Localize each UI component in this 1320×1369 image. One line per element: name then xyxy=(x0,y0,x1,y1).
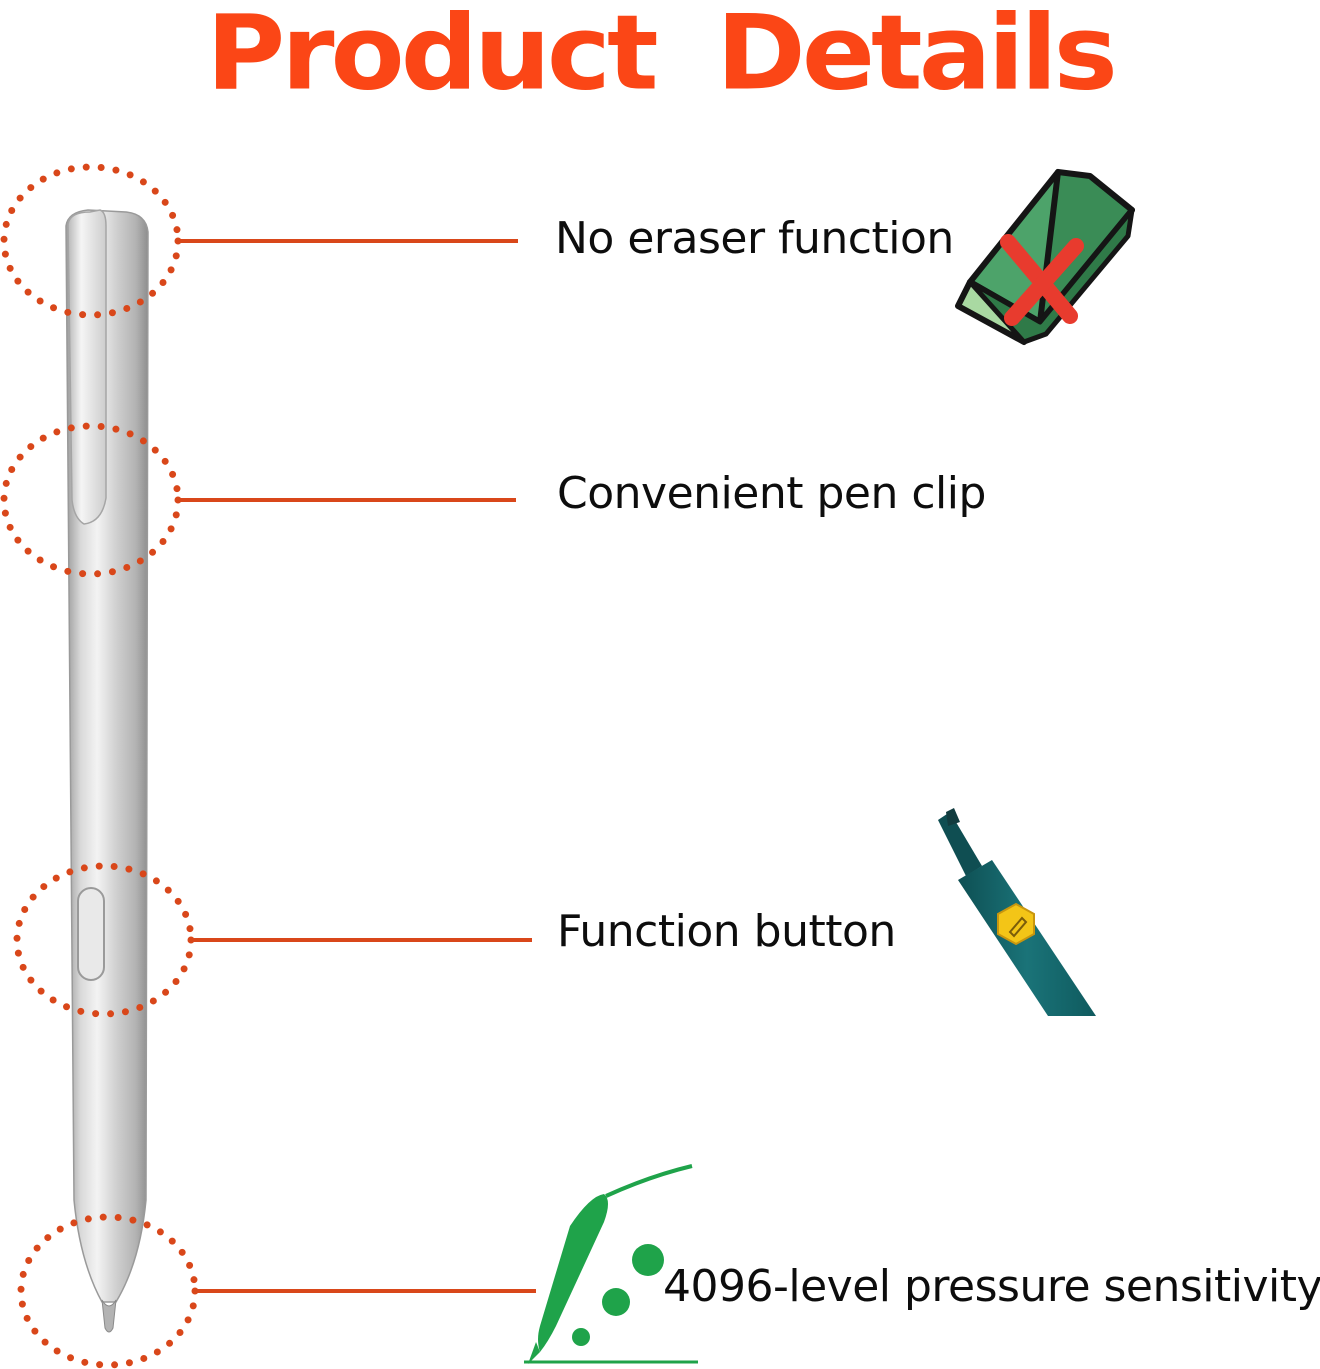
pressure-pen-icon xyxy=(524,1164,698,1364)
feature-label-eraser: No eraser function xyxy=(555,213,954,264)
callout-button xyxy=(13,862,532,1018)
stylus-pen xyxy=(65,209,149,1333)
pen-clip xyxy=(67,209,107,525)
pen-side-button xyxy=(77,887,105,981)
stylus-button-icon xyxy=(938,808,1096,1016)
callout-top xyxy=(0,163,518,319)
feature-label-pen-clip: Convenient pen clip xyxy=(557,468,986,519)
feature-label-function-button: Function button xyxy=(557,906,896,957)
feature-label-pressure: 4096-level pressure sensitivity xyxy=(663,1261,1320,1312)
eraser-crossed-icon xyxy=(955,169,1135,345)
callout-tip xyxy=(17,1213,536,1369)
page-title: Product Details xyxy=(206,0,1118,114)
callout-clip xyxy=(0,422,516,578)
pen-nib xyxy=(101,1299,117,1333)
